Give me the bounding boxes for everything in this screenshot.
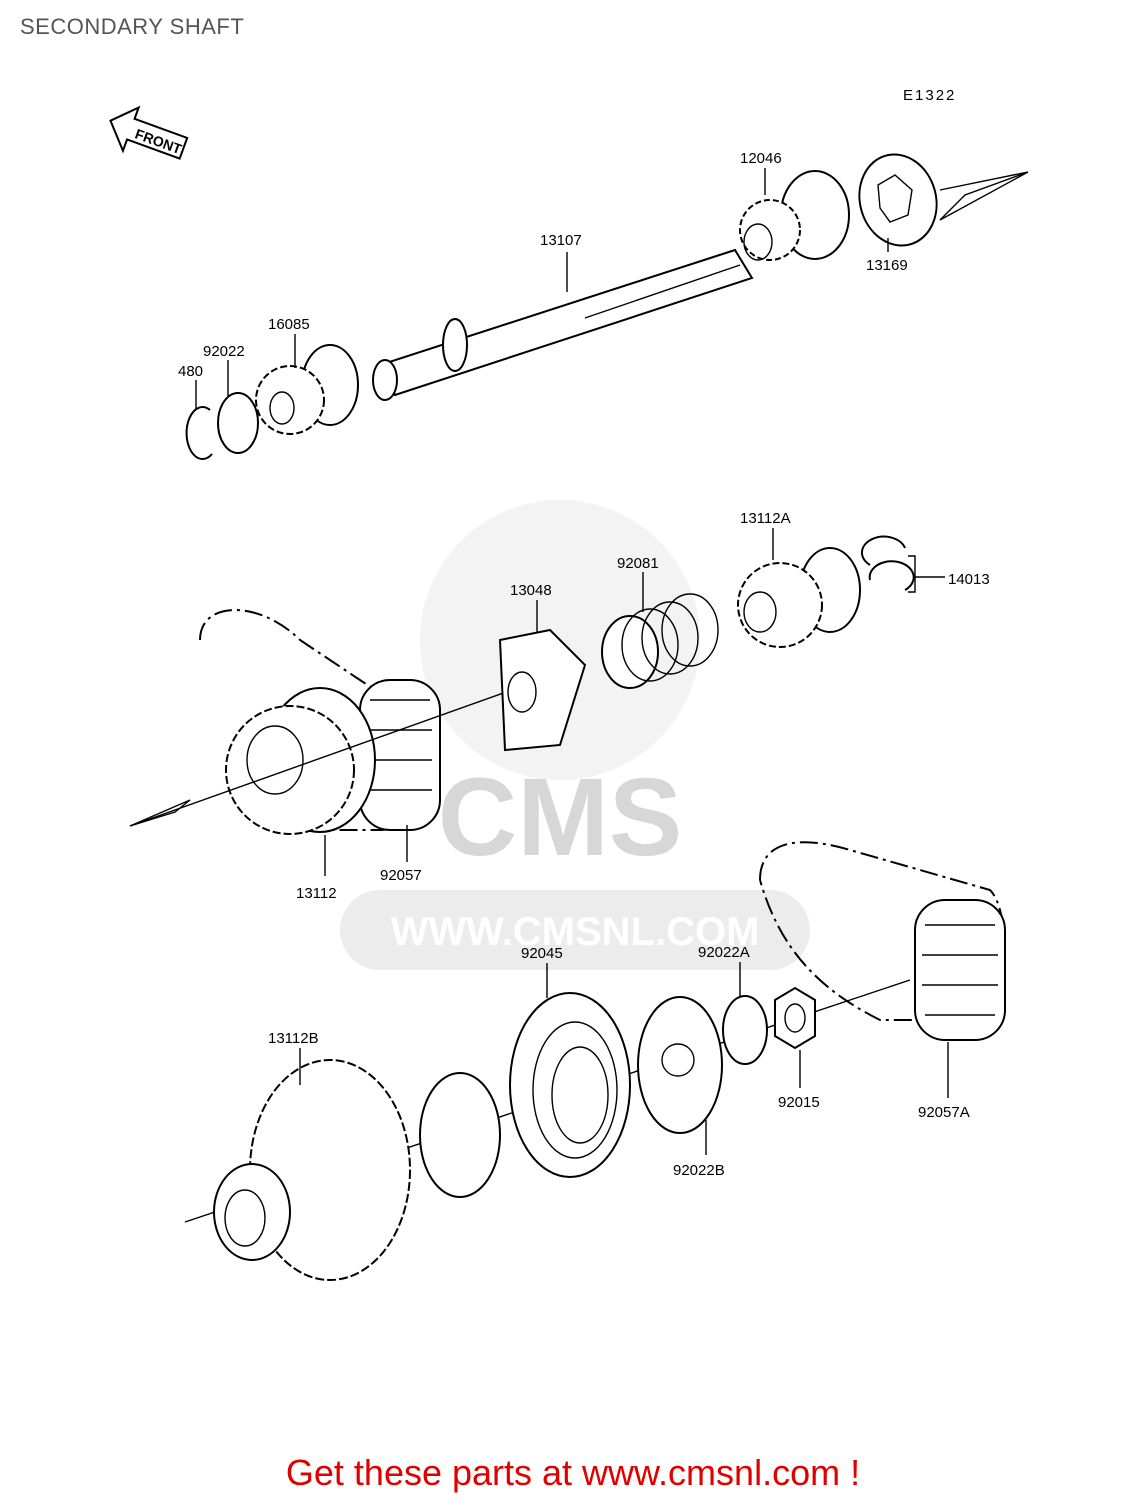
axis-arrow-top: [939, 171, 1029, 221]
bearing-92045: [509, 992, 631, 1178]
diagram-code: E1322: [903, 87, 956, 104]
dog-13048: [498, 628, 587, 752]
part-label-92022A[interactable]: 92022A: [698, 944, 750, 961]
spring-92081: [601, 593, 719, 689]
part-label-13112[interactable]: 13112: [296, 885, 337, 902]
part-label-13107[interactable]: 13107: [540, 232, 582, 249]
part-label-92022[interactable]: 92022: [203, 343, 245, 360]
gear-16085: [255, 344, 359, 435]
part-labels: 12046 13107 13169 16085 92022 480 13112A…: [178, 150, 990, 1179]
part-label-480[interactable]: 480: [178, 363, 203, 380]
washer-92022B: [637, 996, 723, 1134]
part-label-92022B[interactable]: 92022B: [673, 1162, 725, 1179]
chain-92057A: [914, 899, 1006, 1041]
nut-92015: [774, 986, 816, 1050]
part-label-92015[interactable]: 92015: [778, 1094, 820, 1111]
part-label-13169[interactable]: 13169: [866, 257, 908, 274]
shaft-13107: [372, 248, 754, 401]
part-label-92057[interactable]: 92057: [380, 867, 422, 884]
part-label-92057A[interactable]: 92057A: [918, 1104, 970, 1121]
part-label-14013[interactable]: 14013: [948, 571, 990, 588]
watermark-url: WWW.CMSNL.COM: [391, 910, 760, 954]
footer-promo-link[interactable]: Get these parts at www.cmsnl.com !: [285, 1452, 861, 1493]
part-label-92081[interactable]: 92081: [617, 555, 659, 572]
gear-12046: [739, 170, 850, 261]
page-title: SECONDARY SHAFT: [20, 14, 245, 39]
gear-13112A: [737, 547, 861, 648]
washer-92022: [217, 392, 259, 454]
part-label-92045[interactable]: 92045: [521, 945, 563, 962]
circlip-480: [185, 406, 213, 461]
washer-92022A: [722, 995, 768, 1065]
part-label-16085[interactable]: 16085: [268, 316, 310, 333]
part-label-12046[interactable]: 12046: [740, 150, 782, 167]
part-label-13112B[interactable]: 13112B: [268, 1030, 319, 1047]
washer-13169: [858, 153, 938, 247]
part-label-13112A[interactable]: 13112A: [740, 510, 791, 527]
watermark-logo: CMS: [438, 756, 682, 879]
part-label-13048[interactable]: 13048: [510, 582, 552, 599]
circlips-14013: [860, 535, 915, 591]
sprocket-13112: [225, 687, 376, 835]
chain-loop-92057A: [759, 841, 1005, 1021]
axis-arrow-middle: [129, 679, 541, 827]
front-arrow-icon: FRONT: [109, 105, 189, 160]
leader-lines: [195, 168, 949, 1155]
gear-13112B: [213, 1059, 501, 1281]
